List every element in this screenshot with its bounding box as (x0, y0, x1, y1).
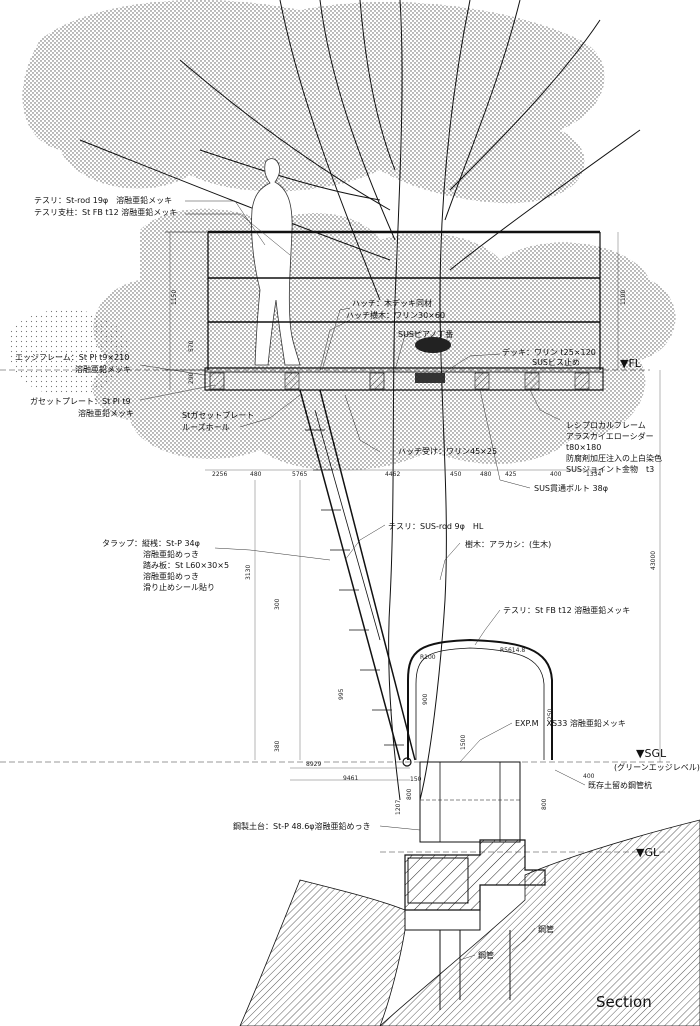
level-gl: ▼GL (636, 846, 660, 859)
label-edge2: 溶融亜鉛メッキ (75, 364, 131, 374)
canopy-lower (92, 208, 676, 471)
label-tesuri-rod: テスリ：St-rod 19φ 溶融亜鉛メッキ (34, 195, 172, 205)
handrail-frame (165, 230, 601, 371)
dim-150: 150 (410, 776, 422, 783)
ground-slope (239, 819, 700, 1026)
label-kosei: 鋼製土台：St-P 48.6φ溶融亜鉛めっき (233, 821, 371, 831)
dim-250: 250 (547, 708, 554, 720)
dim-995: 995 (338, 688, 345, 700)
ladder (299, 389, 416, 767)
dim-400: 400 (550, 471, 562, 478)
dim-300: 300 (274, 598, 281, 610)
label-recip3: t80×180 (566, 443, 601, 452)
dim-1207: 1207 (395, 800, 402, 815)
level-sgl: ▼SGL (636, 747, 667, 760)
dim-3130: 3130 (245, 565, 252, 580)
tree-canopy (8, 0, 676, 471)
dimension-texts: 1150 1100 570 290 2256 480 5765 4462 450… (171, 290, 657, 815)
dim-8929: 8929 (306, 761, 321, 768)
label-trap5: 滑り止めシール貼り (143, 582, 215, 592)
dim-480a: 480 (250, 471, 262, 478)
dim-1500: 1500 (460, 735, 467, 750)
label-recip2: アラスカイエローシダー (566, 431, 654, 441)
label-tesuri-shichu: テスリ支柱：St FB t12 溶融亜鉛メッキ (34, 207, 177, 217)
dim-43000: 43000 (650, 551, 657, 570)
dim-380: 380 (274, 740, 281, 752)
label-trap3: 踏み板：St L60×30×5 (143, 560, 229, 570)
dim-450: 450 (450, 471, 462, 478)
label-trap4: 溶融亜鉛めっき (143, 571, 199, 581)
label-deck2: SUSビス止め (532, 357, 580, 367)
label-hatch2: ハッチ横木：ワリン30×60 (346, 310, 445, 320)
arch-handrail (407, 638, 553, 760)
label-trap2: 溶融亜鉛めっき (143, 549, 199, 559)
label-expm: EXP.M XS33 溶融亜鉛メッキ (515, 718, 626, 728)
label-kokan2: 鋼管 (478, 950, 494, 960)
label-st-gusset1: Stガセットプレート (182, 410, 254, 420)
deck-structure (204, 337, 604, 391)
dim-1100: 1100 (620, 290, 627, 305)
dim-1150: 1150 (171, 290, 178, 305)
dim-900: 900 (422, 693, 429, 705)
label-deck1: デッキ：ワリン t25×120 (502, 347, 596, 357)
label-kokan1: 鋼管 (538, 924, 554, 934)
dim-1334: 1334 (586, 471, 601, 478)
label-gusset1: ガセットプレート：St Pl t9 (30, 396, 131, 406)
dim-5765: 5765 (292, 471, 307, 478)
level-fl: ▼FL (620, 357, 642, 370)
label-trap1: タラップ：縦桟：St-P 34φ (102, 538, 200, 548)
dim-480b: 480 (480, 471, 492, 478)
dim-290: 290 (188, 372, 195, 384)
dim-425: 425 (505, 471, 517, 478)
label-sus-piano: SUSピアノ丁番 (398, 329, 453, 339)
dim-800a: 800 (406, 788, 413, 800)
human-silhouette (251, 158, 301, 366)
trunk-cut (415, 337, 451, 353)
canopy-upper (22, 0, 605, 204)
label-sus-bolt: SUS貫通ボルト 38φ (534, 483, 608, 493)
dim-800b: 800 (541, 798, 548, 810)
label-recip1: レシプロカルフレーム (566, 421, 646, 430)
label-edge1: エッジフレーム：St Pl t9×210 (15, 353, 129, 362)
dim-9461: 9461 (343, 775, 358, 782)
dim-4462: 4462 (385, 471, 400, 478)
section-title: Section (596, 993, 652, 1011)
label-tesuri-fb: テスリ：St FB t12 溶融亜鉛メッキ (503, 605, 630, 615)
canopy-left (8, 309, 128, 396)
label-hatch1: ハッチ：木デッキ同材 (352, 298, 432, 308)
label-recip5: SUSジョイント金物 t3 (566, 464, 654, 474)
level-sgl-note: (グリーンエッジレベル) (614, 762, 700, 772)
label-hatch-uke: ハッチ受け：ワリン45×25 (398, 446, 497, 456)
label-jumoku: 樹木：アラカシ：(生木) (465, 539, 551, 549)
leader-lines (139, 200, 586, 961)
dim-400b: 400 (583, 773, 595, 780)
label-recip4: 防腐剤加圧注入の上白染色 (566, 453, 662, 463)
label-gusset2: 溶融亜鉛メッキ (78, 408, 134, 418)
dim-r5614: R5614.8 (500, 647, 525, 654)
dim-r100: R100 (420, 654, 436, 661)
label-tesuri-sus: テスリ：SUS-rod 9φ HL (388, 522, 484, 531)
dimension-lines (169, 232, 661, 781)
dim-2256: 2256 (212, 471, 227, 478)
label-st-gusset2: ルーズホール (182, 422, 230, 432)
tree-trunk (79, 0, 641, 801)
foundation (404, 761, 546, 911)
dim-570: 570 (188, 340, 195, 352)
annotations: テスリ：St-rod 19φ 溶融亜鉛メッキ テスリ支柱：St FB t12 溶… (15, 195, 700, 1011)
label-kizon: 既存土留め鋼管杭 (588, 780, 652, 790)
